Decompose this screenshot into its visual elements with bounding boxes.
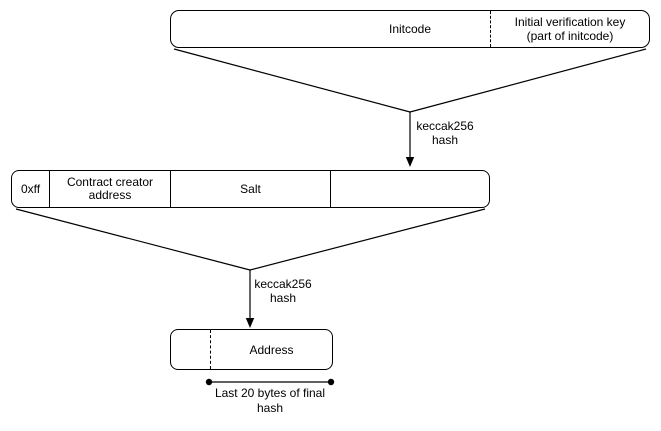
hash-arrow-1-head	[405, 157, 415, 167]
keccak256-hash-label-1: keccak256 hash	[416, 119, 474, 147]
funnel2-left-line	[15, 208, 251, 271]
keccak256-hash-label-2: keccak256 hash	[254, 277, 312, 305]
prefix-0xff-segment: 0xff	[12, 171, 50, 207]
measurement-left-dot	[205, 378, 213, 386]
initcode-hash-segment	[331, 171, 489, 207]
address-discarded-section	[171, 330, 211, 369]
verification-key-label: Initial verification key (part of initco…	[514, 15, 626, 43]
address-box: Address	[170, 329, 333, 370]
salt-segment: Salt	[171, 171, 331, 207]
hash-arrow-2-head	[245, 318, 255, 328]
funnel2-right-line	[249, 208, 486, 271]
measurement-right-dot	[327, 378, 335, 386]
preimage-box: 0xff Contract creator address Salt	[11, 170, 490, 208]
initcode-box: Initcode Initial verification key (part …	[170, 10, 650, 48]
initcode-label: Initcode	[388, 22, 432, 36]
funnel1-right-line	[409, 48, 647, 113]
verification-key-section: Initial verification key (part of initco…	[490, 11, 649, 47]
address-label: Address	[249, 342, 294, 357]
funnel1-left-line	[173, 48, 411, 113]
last-20-bytes-label: Last 20 bytes of final hash	[214, 386, 326, 415]
creator-address-segment: Contract creator address	[50, 171, 171, 207]
